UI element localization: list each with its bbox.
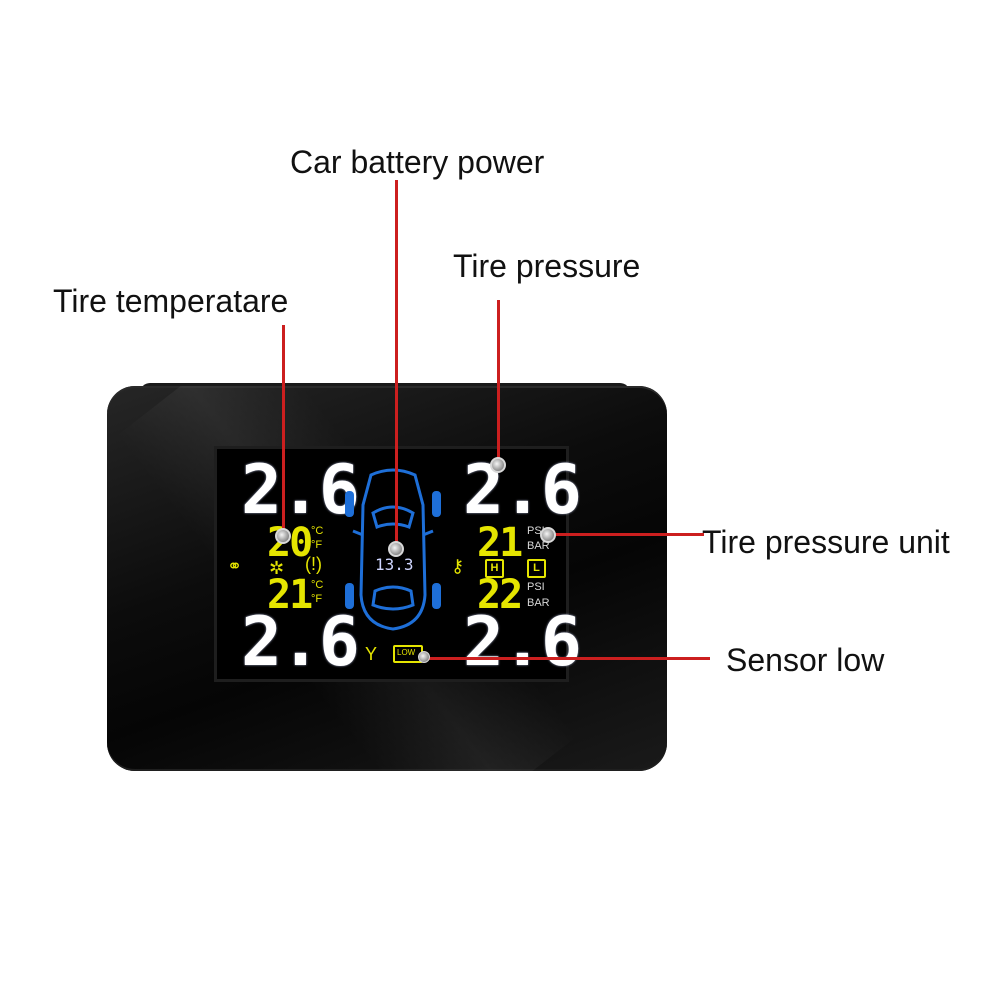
unit-celsius-lower: °C: [311, 579, 324, 591]
temp-lower-right: 22: [477, 572, 523, 618]
pressure-rear-right: 2.6: [463, 603, 582, 682]
callout-car-battery-power: Car battery power: [290, 144, 545, 180]
temp-upper-left: 20: [267, 520, 313, 566]
lead-dot-temperature: [275, 528, 291, 544]
link-icon: ⚭: [227, 556, 243, 576]
pressure-front-left: 2.6: [241, 451, 360, 530]
key-icon: ⚷: [451, 556, 465, 576]
low-pressure-indicator: L: [527, 559, 546, 578]
lead-line-unit: [552, 533, 704, 536]
pressure-rear-left: 2.6: [241, 603, 360, 682]
battery-voltage-readout: 13.3: [375, 555, 414, 574]
battery-low-label: LOW: [397, 648, 416, 657]
lead-line-temperature: [282, 325, 285, 533]
temp-lower-left: 21: [267, 572, 313, 618]
lcd-screen: 2.6 2.6 2.6 2.6 20 °C °F 21 °C °F ⚭ ✲ (!…: [214, 446, 582, 682]
unit-bar-lower: BAR: [527, 597, 550, 609]
lead-line-battery: [395, 180, 398, 546]
high-pressure-indicator: H: [485, 559, 504, 578]
lead-dot-battery: [388, 541, 404, 557]
temp-upper-right: 21: [477, 520, 523, 566]
snow-icon: ✲: [269, 558, 285, 578]
pressure-front-right: 2.6: [463, 451, 582, 530]
signal-icon: Y: [365, 644, 378, 664]
lead-dot-sensor-low: [418, 651, 430, 663]
unit-bar-upper: BAR: [527, 540, 550, 552]
lead-line-pressure: [497, 300, 500, 462]
unit-celsius-upper: °C: [311, 525, 324, 537]
callout-tire-pressure-unit: Tire pressure unit: [702, 524, 950, 560]
tpms-warning-icon: (!): [305, 554, 322, 574]
callout-sensor-low: Sensor low: [726, 642, 885, 678]
lead-dot-pressure: [490, 457, 506, 473]
callout-tire-temperature: Tire temperatare: [53, 283, 289, 319]
lead-dot-unit: [540, 527, 556, 543]
unit-fahrenheit-upper: °F: [311, 539, 323, 551]
callout-tire-pressure: Tire pressure: [453, 248, 641, 284]
unit-fahrenheit-lower: °F: [311, 593, 323, 605]
unit-psi-lower: PSI: [527, 581, 545, 593]
lead-line-sensor-low: [426, 657, 710, 660]
